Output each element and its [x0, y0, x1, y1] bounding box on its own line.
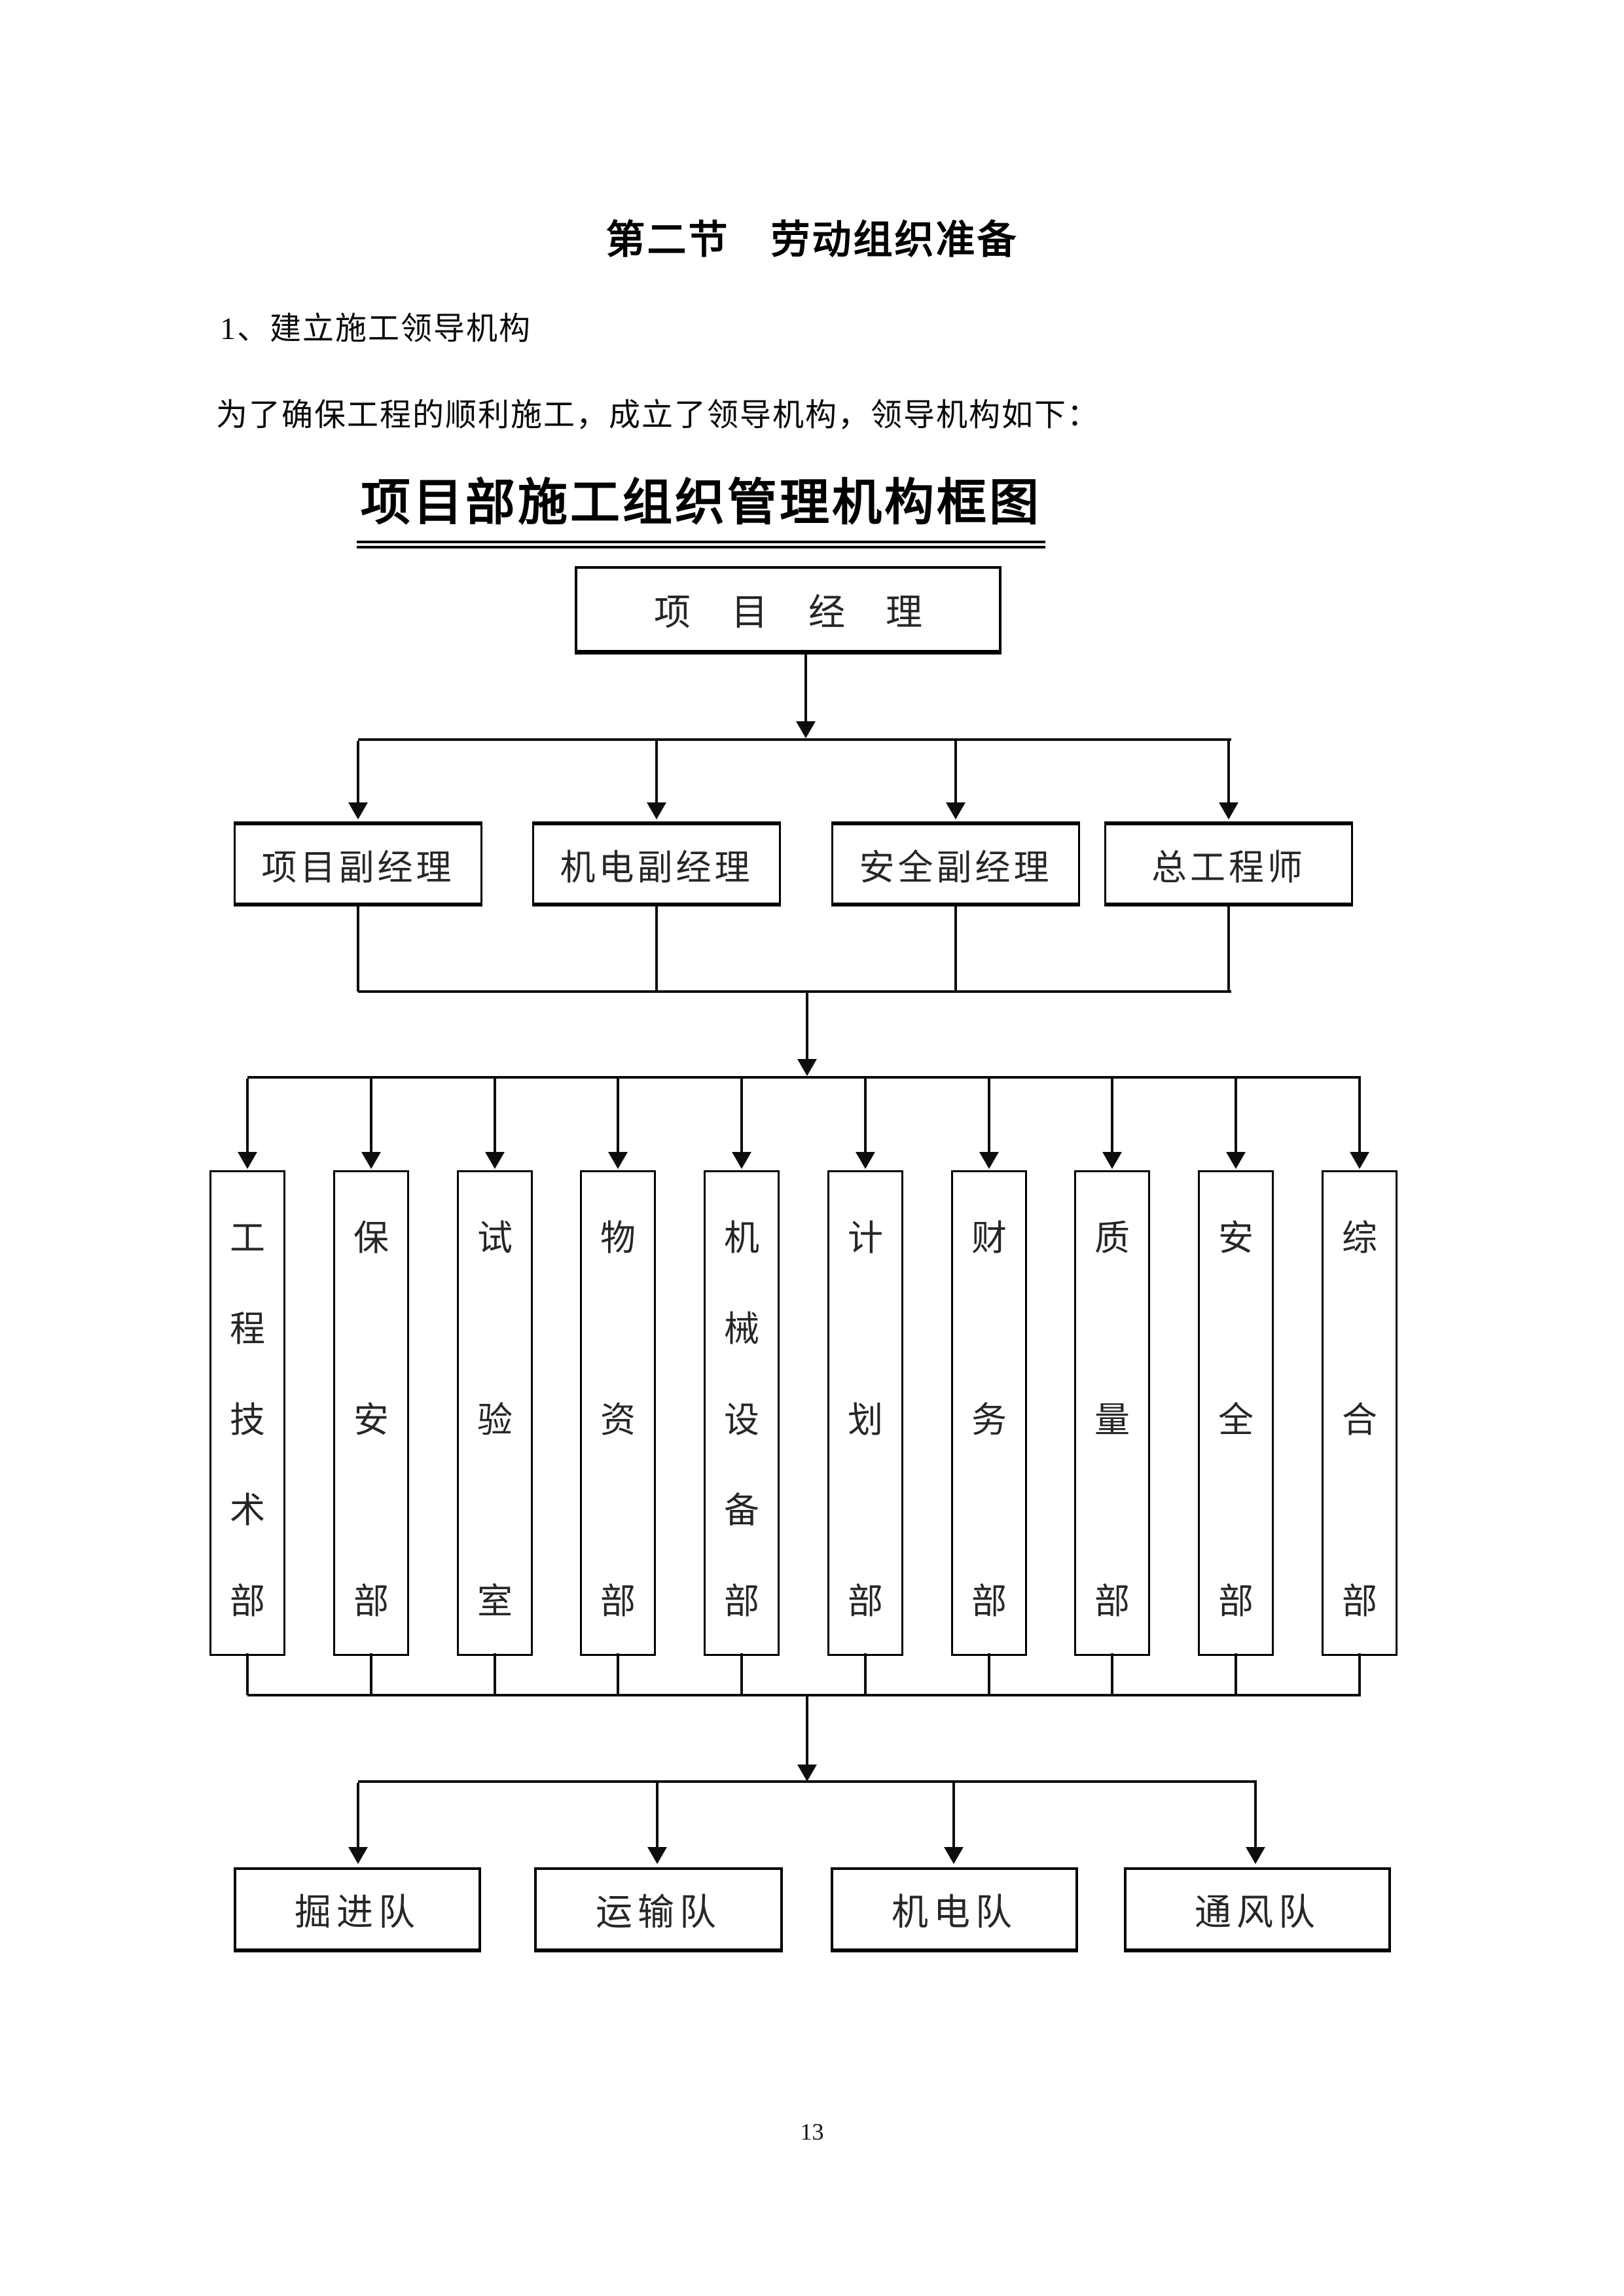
arrowhead-dept-7: [979, 1152, 999, 1169]
connector-dept-stub-4: [617, 1653, 619, 1695]
connector-dept-bottom-rail: [247, 1694, 1361, 1696]
dept-box-safety: 安全部: [1198, 1170, 1274, 1656]
connector-dept-drop-3: [494, 1079, 496, 1152]
connector-dept-stub-2: [370, 1653, 372, 1695]
connector-dept-stub-9: [1235, 1653, 1237, 1695]
connector-dept-drop-8: [1111, 1079, 1113, 1152]
arrowhead-lvl2-4: [1219, 802, 1238, 819]
connector-dept-drop-7: [988, 1079, 990, 1152]
connector-team-drop-1: [357, 1783, 359, 1847]
dept-box-materials: 物资部: [580, 1170, 656, 1656]
connector-lvl2-drop-4: [1227, 741, 1230, 802]
connector-dept-stub-7: [988, 1653, 990, 1695]
connector-merge-rail: [358, 990, 1231, 993]
dept-box-planning: 计划部: [827, 1170, 903, 1656]
connector-dept-drop-1: [246, 1079, 249, 1152]
dept-box-engineering-technology: 工程技术部: [209, 1170, 285, 1656]
connector-dept-drop-2: [370, 1079, 372, 1152]
connector-lvl2-drop-2: [655, 741, 658, 802]
arrowhead-team-4: [1246, 1847, 1265, 1864]
connector-team-rail: [358, 1780, 1257, 1783]
connector-dept-stub-1: [246, 1653, 249, 1695]
connector-root-drop: [804, 655, 807, 723]
connector-level2-rail: [358, 738, 1231, 741]
connector-dept-rail: [247, 1076, 1361, 1079]
arrowhead-center-2: [797, 1765, 817, 1782]
paragraph-2: 为了确保工程的顺利施工，成立了领导机构，领导机构如下：: [216, 398, 1100, 433]
arrowhead-dept-9: [1226, 1152, 1246, 1169]
connector-center-drop-2: [806, 1696, 808, 1765]
connector-dept-drop-6: [864, 1079, 867, 1152]
arrowhead-team-3: [944, 1847, 964, 1864]
arrowhead-dept-3: [485, 1152, 505, 1169]
dept-box-machinery-equipment: 机械设备部: [704, 1170, 780, 1656]
connector-lvl2-drop-1: [357, 741, 359, 802]
page-number: 13: [800, 2119, 824, 2145]
arrowhead-team-1: [348, 1847, 368, 1864]
paragraph-1: 1、建立施工领导机构: [220, 312, 532, 346]
connector-dept-drop-10: [1358, 1079, 1361, 1152]
arrowhead-lvl2-1: [348, 802, 368, 819]
lvl2-box-mechanical-electrical-deputy: 机电副经理: [532, 821, 781, 906]
team-box-ventilation: 通风队: [1124, 1867, 1391, 1952]
connector-center-drop-1: [806, 993, 808, 1059]
team-box-excavation: 掘进队: [234, 1867, 481, 1952]
arrowhead-lvl2-3: [946, 802, 965, 819]
connector-merge-4: [1227, 906, 1230, 992]
arrowhead-dept-4: [608, 1152, 628, 1169]
connector-dept-drop-4: [617, 1079, 619, 1152]
dept-box-general-affairs: 综合部: [1322, 1170, 1398, 1656]
connector-merge-1: [357, 906, 359, 992]
connector-dept-stub-10: [1358, 1653, 1361, 1695]
connector-dept-drop-9: [1235, 1079, 1237, 1152]
connector-lvl2-drop-3: [954, 741, 957, 802]
dept-box-security: 保安部: [333, 1170, 409, 1656]
dept-box-quality: 质量部: [1074, 1170, 1150, 1656]
arrowhead-lvl2-2: [647, 802, 666, 819]
team-box-transport: 运输队: [534, 1867, 783, 1952]
connector-dept-stub-8: [1111, 1653, 1113, 1695]
connector-team-drop-2: [656, 1783, 659, 1847]
connector-team-drop-3: [952, 1783, 955, 1847]
arrowhead-dept-10: [1350, 1152, 1369, 1169]
arrowhead-team-2: [647, 1847, 667, 1864]
connector-dept-drop-5: [740, 1079, 743, 1152]
arrowhead-dept-6: [856, 1152, 875, 1169]
connector-dept-stub-5: [740, 1653, 743, 1695]
lvl2-box-chief-engineer: 总工程师: [1104, 821, 1353, 906]
arrowhead-dept-8: [1102, 1152, 1122, 1169]
root-box-project-manager: 项目经理: [575, 566, 1001, 655]
connector-dept-stub-3: [494, 1653, 496, 1695]
connector-merge-3: [954, 906, 957, 992]
connector-merge-2: [655, 906, 658, 992]
dept-box-test-laboratory: 试验室: [457, 1170, 533, 1656]
arrowhead-dept-2: [361, 1152, 381, 1169]
team-box-mechanical-electrical: 机电队: [831, 1867, 1078, 1952]
arrowhead-root: [796, 721, 816, 738]
lvl2-box-deputy-project-manager: 项目副经理: [234, 821, 482, 906]
arrowhead-center-1: [797, 1059, 817, 1076]
dept-box-finance: 财务部: [951, 1170, 1027, 1656]
section-heading: 第二节 劳动组织准备: [605, 219, 1019, 262]
arrowhead-dept-1: [238, 1152, 257, 1169]
chart-title: 项目部施工组织管理机构框图: [357, 462, 1045, 548]
arrowhead-dept-5: [732, 1152, 751, 1169]
lvl2-box-safety-deputy: 安全副经理: [831, 821, 1080, 906]
connector-dept-stub-6: [864, 1653, 867, 1695]
connector-team-drop-4: [1254, 1783, 1257, 1847]
